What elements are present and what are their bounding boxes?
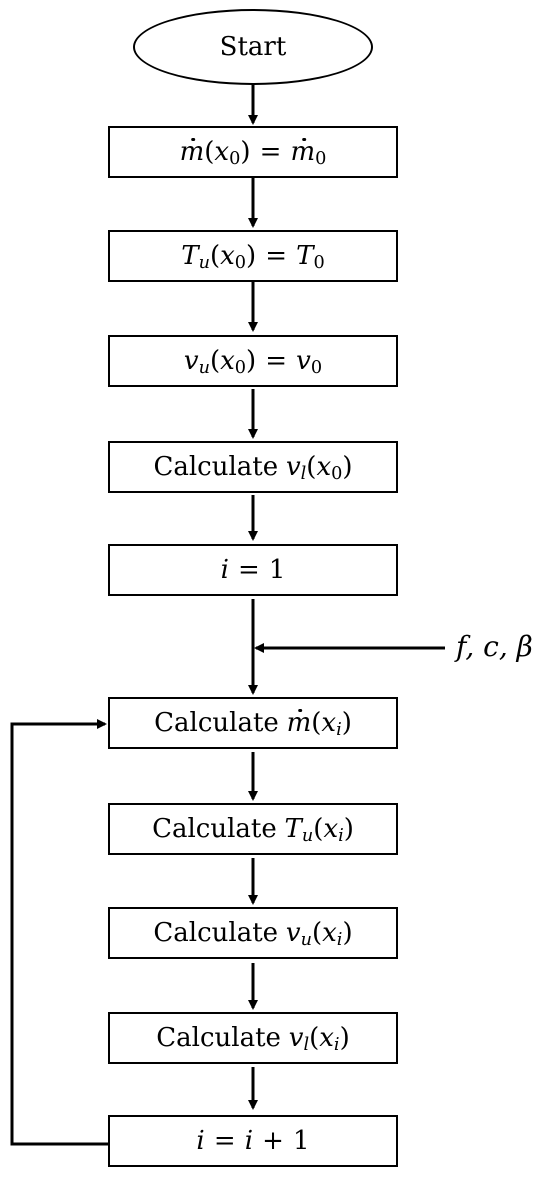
equals-sign: = bbox=[259, 137, 282, 167]
subscript-zero: 0 bbox=[313, 252, 325, 273]
rparen: ) bbox=[343, 814, 354, 844]
rparen: ) bbox=[246, 241, 257, 271]
equals-sign: = bbox=[237, 555, 260, 585]
equals-sign: = bbox=[213, 1126, 236, 1156]
subscript-u: u bbox=[198, 252, 210, 273]
dot-accent bbox=[298, 708, 302, 713]
v-symbol: v bbox=[288, 1023, 304, 1053]
x-symbol: x bbox=[321, 708, 337, 738]
start-node: Start bbox=[133, 9, 373, 85]
m-dot-symbol: m bbox=[290, 137, 316, 167]
subscript-zero: 0 bbox=[315, 148, 327, 169]
subscript-zero: 0 bbox=[310, 357, 323, 378]
step-init-index: i = 1 bbox=[108, 544, 398, 596]
one-digit: 1 bbox=[268, 555, 286, 585]
lparen: ( bbox=[309, 1023, 320, 1053]
start-label: Start bbox=[219, 32, 287, 62]
t-symbol: T bbox=[284, 814, 302, 844]
subscript-i: i bbox=[333, 1034, 340, 1055]
i-symbol: i bbox=[196, 1126, 205, 1156]
v-symbol: v bbox=[285, 918, 301, 948]
calculate-word: Calculate bbox=[154, 708, 279, 738]
subscript-i: i bbox=[338, 825, 344, 846]
subscript-i: i bbox=[336, 719, 342, 740]
subscript-zero: 0 bbox=[331, 463, 343, 484]
one-digit: 1 bbox=[293, 1126, 310, 1156]
subscript-l: l bbox=[300, 463, 307, 484]
x-symbol: x bbox=[220, 241, 235, 271]
rparen: ) bbox=[246, 346, 257, 376]
rparen: ) bbox=[341, 708, 352, 738]
lparen: ( bbox=[311, 918, 323, 948]
rparen: ) bbox=[240, 137, 251, 167]
x-symbol: x bbox=[322, 918, 337, 948]
v-symbol: v bbox=[285, 452, 301, 482]
plus-sign: + bbox=[262, 1126, 284, 1156]
i-symbol: i bbox=[244, 1126, 254, 1156]
equals-sign: = bbox=[265, 346, 288, 376]
subscript-u: u bbox=[198, 357, 210, 378]
lparen: ( bbox=[204, 137, 215, 167]
lparen: ( bbox=[209, 241, 221, 271]
subscript-u: u bbox=[301, 825, 314, 846]
feedback-loop-line bbox=[10, 719, 108, 1146]
calculate-word: Calculate bbox=[153, 452, 279, 482]
v-symbol: v bbox=[183, 346, 199, 376]
m-dot-symbol: m bbox=[286, 708, 312, 738]
lparen: ( bbox=[306, 452, 317, 482]
subscript-l: l bbox=[303, 1034, 310, 1055]
x-symbol: x bbox=[220, 346, 235, 376]
lparen: ( bbox=[209, 346, 221, 376]
lparen: ( bbox=[311, 708, 322, 738]
x-symbol: x bbox=[323, 814, 339, 844]
subscript-i: i bbox=[336, 929, 343, 950]
rparen: ) bbox=[342, 918, 353, 948]
rparen: ) bbox=[339, 1023, 350, 1053]
lparen: ( bbox=[313, 814, 324, 844]
calculate-word: Calculate bbox=[156, 1023, 281, 1053]
i-symbol: i bbox=[220, 555, 229, 585]
t-symbol: T bbox=[296, 241, 314, 271]
subscript-zero: 0 bbox=[234, 252, 247, 273]
dot-accent bbox=[191, 137, 195, 142]
v-symbol: v bbox=[296, 346, 311, 376]
calculate-word: Calculate bbox=[153, 918, 279, 948]
x-symbol: x bbox=[319, 1023, 334, 1053]
external-inputs-label: f, c, β bbox=[456, 630, 533, 663]
rparen: ) bbox=[342, 452, 353, 482]
x-symbol: x bbox=[316, 452, 332, 482]
m-dot-symbol: m bbox=[179, 137, 205, 167]
step-increment-index: i = i +1 bbox=[108, 1115, 398, 1167]
subscript-u: u bbox=[300, 929, 312, 950]
subscript-zero: 0 bbox=[229, 148, 241, 169]
subscript-zero: 0 bbox=[234, 357, 247, 378]
dot-accent bbox=[302, 137, 306, 142]
equals-sign: = bbox=[265, 241, 288, 271]
calculate-word: Calculate bbox=[152, 814, 277, 844]
t-symbol: T bbox=[181, 241, 199, 271]
x-symbol: x bbox=[214, 137, 230, 167]
